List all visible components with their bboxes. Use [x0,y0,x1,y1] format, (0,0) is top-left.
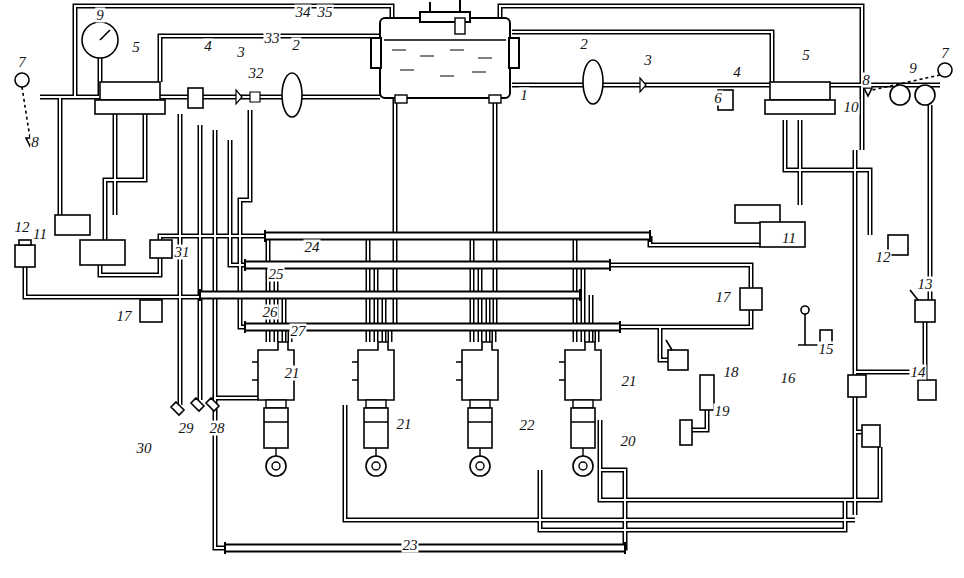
callout-number: 10 [843,100,860,115]
callout-number: 7 [17,55,27,70]
callout-number: 34 [295,5,312,20]
callout-number: 26 [262,305,279,320]
callout-number: 9 [908,61,918,76]
callout-number: 30 [136,441,153,456]
callout-number: 33 [264,31,281,46]
callout-number: 9 [95,8,105,23]
callout-number: 8 [861,73,871,88]
callout-number: 4 [203,39,213,54]
callout-number: 22 [519,418,536,433]
callout-number: 1 [519,88,529,103]
callout-number: 3 [236,45,246,60]
callout-number: 11 [781,231,797,246]
callout-number: 5 [131,40,141,55]
callout-number: 27 [290,324,307,339]
callout-number: 3 [643,53,653,68]
callout-number: 35 [317,5,334,20]
reservoir [371,0,519,103]
callout-number: 20 [620,434,637,449]
callout-number: 12 [875,250,892,265]
callout-number: 25 [268,267,285,282]
callout-number: 11 [32,227,48,242]
callout-number: 19 [714,404,731,419]
callout-number: 17 [116,309,133,324]
callout-number: 8 [30,135,40,150]
callout-number: 21 [284,366,301,381]
callout-number: 5 [801,48,811,63]
callout-number: 13 [917,277,934,292]
callout-number: 32 [248,66,265,81]
callout-number: 18 [723,365,740,380]
callout-number: 21 [396,417,413,432]
right-brake-valve-group [583,60,952,447]
callout-number: 31 [174,245,191,260]
callout-number: 24 [304,240,321,255]
brake-chamber-assemblies [252,342,601,476]
callout-number: 16 [780,371,797,386]
callout-number: 28 [209,421,226,436]
callout-number: 29 [178,421,195,436]
callout-number: 2 [579,37,589,52]
callout-number: 12 [14,220,31,235]
callout-number: 17 [715,290,732,305]
manifold-tubes [200,230,650,554]
pipe-network [25,6,940,548]
callout-number: 23 [402,538,419,553]
callout-number: 21 [621,374,638,389]
callout-number: 2 [291,38,301,53]
callout-number: 4 [732,65,742,80]
callout-number: 14 [910,365,927,380]
callout-number: 15 [818,342,835,357]
callout-number: 7 [940,46,950,61]
callout-number: 6 [713,91,723,106]
